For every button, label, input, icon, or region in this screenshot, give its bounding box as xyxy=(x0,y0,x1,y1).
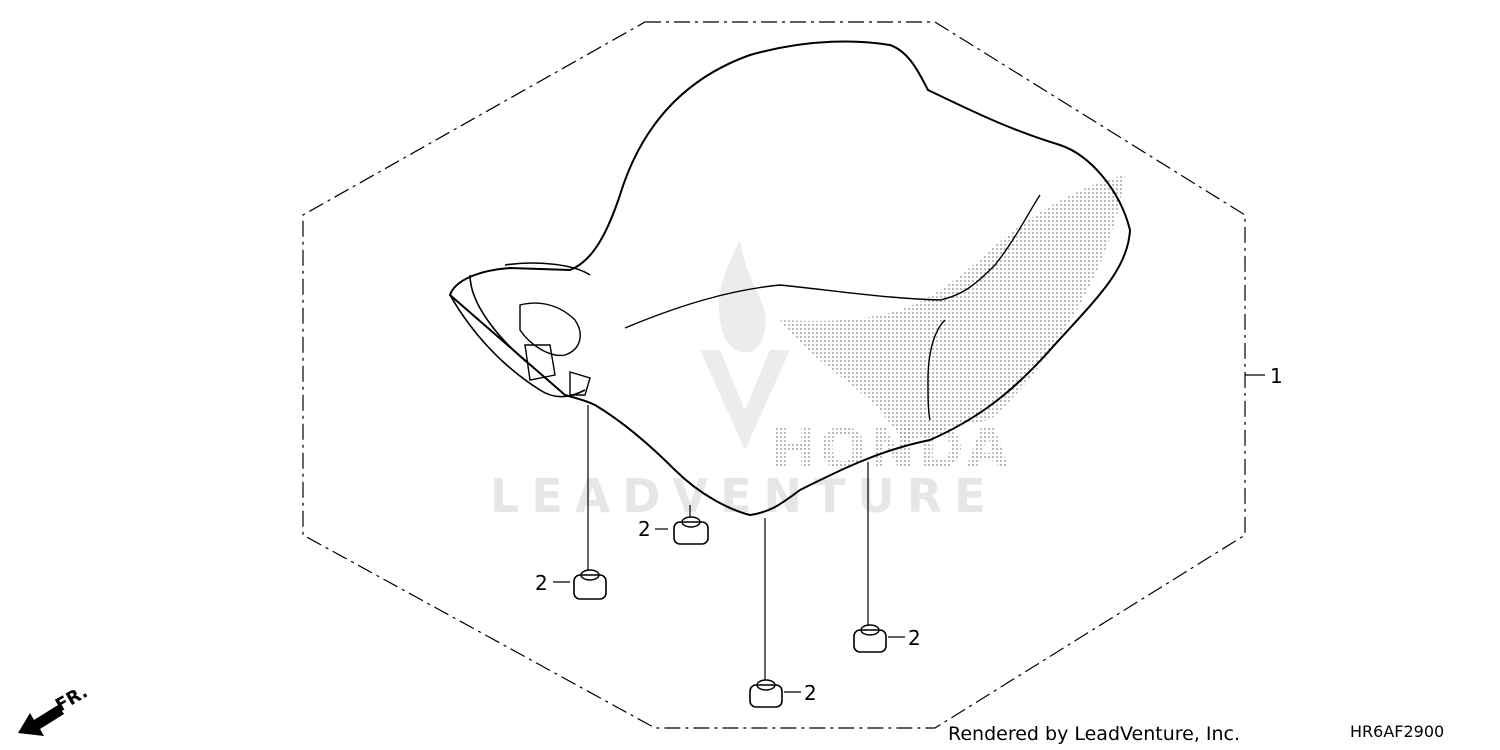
callout-label-cushion-d: 2 xyxy=(804,681,817,705)
credit-text: Rendered by LeadVenture, Inc. xyxy=(948,723,1240,745)
callout-label-1: 1 xyxy=(1270,364,1283,388)
seat-front-detail xyxy=(519,302,591,396)
honda-logo-text: HONDA xyxy=(770,417,1011,482)
callout-label-cushion-b: 2 xyxy=(535,571,548,595)
honda-logo: HONDA xyxy=(770,175,1125,482)
watermark-flame-icon xyxy=(700,240,790,450)
cushion-leader-lines xyxy=(587,405,869,680)
front-arrow-icon xyxy=(18,705,64,736)
seat-assembly[interactable] xyxy=(448,40,1132,517)
callout-label-cushion-a: 2 xyxy=(638,517,651,541)
seat-rear-seam xyxy=(927,319,946,421)
rubber-cushion-b[interactable]: 2 xyxy=(535,569,607,600)
seat-front-trim xyxy=(449,262,591,398)
watermark: LEADVENTURE xyxy=(490,240,998,523)
rubber-cushion-d[interactable]: 2 xyxy=(749,679,817,708)
seat-upper-seam xyxy=(624,194,1041,329)
rubber-cushion-a[interactable]: 2 xyxy=(638,516,709,545)
watermark-text: LEADVENTURE xyxy=(490,469,998,523)
callout-1: 1 xyxy=(1245,364,1283,388)
rubber-cushion-c[interactable]: 2 xyxy=(853,624,921,653)
honda-wing-icon xyxy=(780,175,1125,445)
callout-label-cushion-c: 2 xyxy=(908,626,921,650)
front-direction-indicator: FR. xyxy=(18,681,91,736)
seat-outline xyxy=(448,40,1132,517)
diagram-code: HR6AF2900 xyxy=(1350,722,1444,741)
assembly-boundary xyxy=(302,21,1246,729)
